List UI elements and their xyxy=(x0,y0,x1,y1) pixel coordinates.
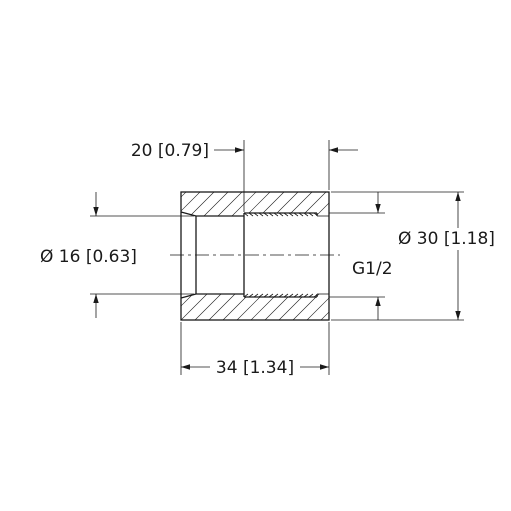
thread-line xyxy=(258,293,264,297)
dimension-outer-diameter: Ø 30 [1.18] xyxy=(331,191,495,321)
thread-label: G1/2 xyxy=(352,259,393,279)
thread-line xyxy=(288,213,294,217)
thread-line xyxy=(278,213,284,217)
thread-line xyxy=(319,294,323,297)
thread-line xyxy=(268,213,274,217)
hatch-line xyxy=(231,192,273,216)
overall-length-label: 34 [1.34] xyxy=(216,358,294,378)
hatch-line xyxy=(181,294,217,320)
hatch-line xyxy=(386,285,426,325)
thread-line xyxy=(248,213,254,217)
hatch-line xyxy=(386,190,426,230)
thread-line xyxy=(293,213,299,217)
hatch-line xyxy=(273,294,315,320)
thread-line xyxy=(283,293,289,297)
hatch-line xyxy=(301,192,329,216)
thread-line xyxy=(263,293,269,297)
thread-line xyxy=(253,213,259,217)
hatch-line xyxy=(330,285,370,325)
thread-line xyxy=(258,213,264,217)
hatch-line xyxy=(287,294,329,320)
thread-line xyxy=(298,293,304,297)
thread-line xyxy=(303,293,309,297)
hatch-line xyxy=(273,192,315,216)
hatch-line xyxy=(203,294,245,320)
thread-line xyxy=(288,293,294,297)
hatch-line xyxy=(301,294,329,320)
hatch-line xyxy=(259,294,301,320)
hatch-line xyxy=(287,192,329,216)
thread-line xyxy=(244,293,249,297)
thread-line xyxy=(268,293,274,297)
dimension-overall-length: 34 [1.34] xyxy=(180,322,330,378)
thread-line xyxy=(278,293,284,297)
dimension-bore-depth: 20 [0.79] xyxy=(131,140,358,212)
thread-line xyxy=(308,213,314,217)
bore-diameter-label: Ø 16 [0.63] xyxy=(40,247,137,267)
thread-line xyxy=(308,293,314,297)
hatch-line xyxy=(181,192,203,216)
hatch-line xyxy=(189,192,231,216)
hatch-line xyxy=(245,294,287,320)
hatch-line xyxy=(217,192,259,216)
hatch-line xyxy=(134,285,174,325)
thread-line xyxy=(263,213,269,217)
hatch-line xyxy=(203,192,245,216)
hatch-line xyxy=(315,294,329,320)
thread-line xyxy=(273,293,279,297)
thread-line xyxy=(248,293,254,297)
thread-line xyxy=(298,213,304,217)
dimension-bore-diameter: Ø 16 [0.63] xyxy=(40,192,194,318)
section-hatching-bottom xyxy=(120,285,426,325)
hatch-line xyxy=(330,190,370,230)
thread-line xyxy=(313,213,317,216)
thread-line xyxy=(244,213,249,217)
bore-depth-label: 20 [0.79] xyxy=(131,141,209,161)
outer-diameter-label: Ø 30 [1.18] xyxy=(398,229,495,249)
thread-line xyxy=(253,293,259,297)
hatch-line xyxy=(120,190,160,230)
thread-line xyxy=(303,213,309,217)
hatch-line xyxy=(181,294,203,320)
thread-line xyxy=(293,293,299,297)
hatch-line xyxy=(181,192,217,216)
hatch-line xyxy=(120,285,160,325)
section-hatching-top xyxy=(120,190,426,230)
dimension-thread: G1/2 xyxy=(329,192,393,320)
thread-pattern xyxy=(244,213,323,297)
hatch-line xyxy=(231,294,273,320)
thread-line xyxy=(313,294,317,297)
hatch-line xyxy=(189,294,231,320)
hatch-line xyxy=(259,192,301,216)
hatch-line xyxy=(217,294,259,320)
thread-line xyxy=(283,213,289,217)
thread-line xyxy=(273,213,279,217)
thread-line xyxy=(319,213,323,216)
hatch-line xyxy=(245,192,287,216)
hatch-line xyxy=(134,190,174,230)
